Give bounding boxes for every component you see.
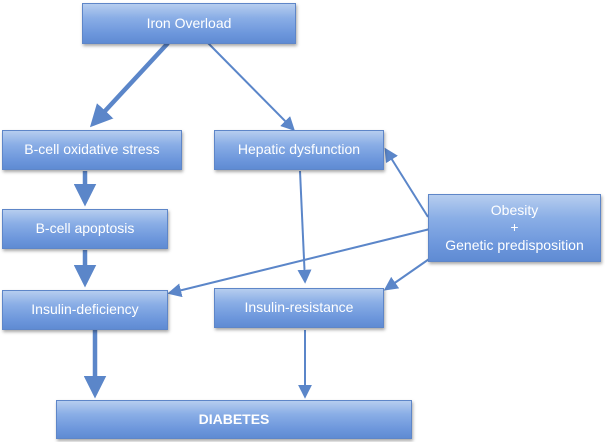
edge-obesity-to-insulin-resistance bbox=[383, 256, 433, 291]
edge-hepatic-to-insulin-resistance bbox=[297, 170, 312, 284]
node-hepatic-dysfunction: Hepatic dysfunction bbox=[214, 130, 384, 170]
edge-obesity-to-insulin-deficiency bbox=[167, 228, 431, 298]
node-bcell-oxidative-stress-label: B-cell oxidative stress bbox=[24, 141, 160, 158]
node-iron-overload-label: Iron Overload bbox=[146, 14, 232, 31]
node-bcell-apoptosis-label: B-cell apoptosis bbox=[35, 220, 135, 237]
node-iron-overload: Iron Overload bbox=[82, 3, 296, 44]
node-diabetes-label: DIABETES bbox=[198, 410, 270, 427]
node-insulin-resistance-label: Insulin-resistance bbox=[244, 299, 354, 316]
node-insulin-deficiency-label: Insulin-deficiency bbox=[31, 301, 139, 318]
node-obesity-line3: Genetic predisposition bbox=[445, 236, 584, 253]
edge-iron-to-bcell-stress bbox=[89, 41, 170, 128]
edge-obesity-to-hepatic bbox=[384, 147, 429, 218]
node-bcell-oxidative-stress: B-cell oxidative stress bbox=[2, 130, 182, 170]
node-bcell-apoptosis: B-cell apoptosis bbox=[2, 209, 168, 249]
node-obesity-line2: + bbox=[510, 219, 519, 236]
node-diabetes: DIABETES bbox=[56, 400, 412, 439]
edge-iron-to-hepatic bbox=[207, 42, 295, 131]
node-insulin-resistance: Insulin-resistance bbox=[214, 288, 384, 328]
node-insulin-deficiency: Insulin-deficiency bbox=[2, 290, 168, 330]
node-obesity-line1: Obesity bbox=[490, 201, 539, 218]
node-hepatic-dysfunction-label: Hepatic dysfunction bbox=[237, 141, 361, 158]
node-obesity-genetic: Obesity + Genetic predisposition bbox=[428, 194, 601, 262]
